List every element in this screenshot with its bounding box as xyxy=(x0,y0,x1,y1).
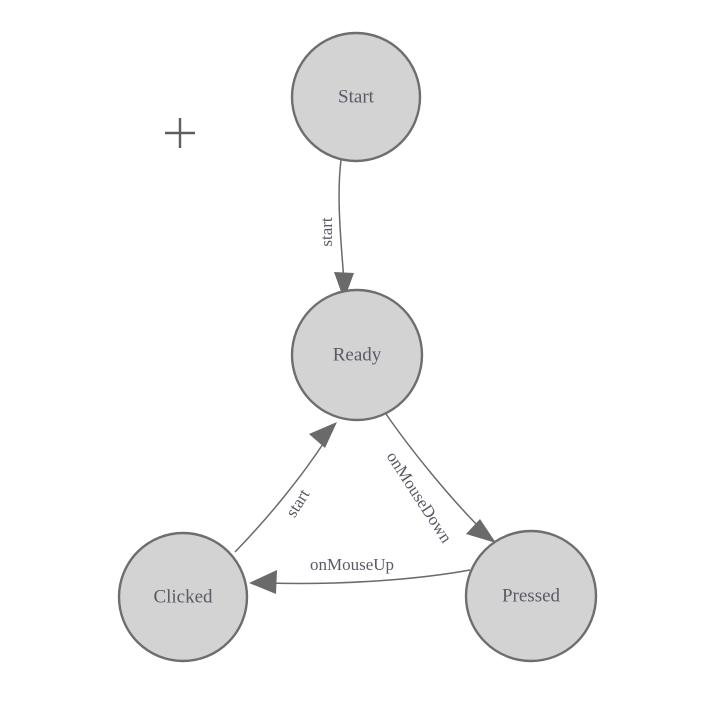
edge-clicked-to-ready[interactable]: start xyxy=(234,422,337,553)
edge-clicked-to-ready-path xyxy=(234,440,326,553)
edge-label-ready-to-pressed: onMouseDown xyxy=(383,448,456,547)
plus-marker-icon xyxy=(165,118,195,148)
edge-label-clicked-to-ready: start xyxy=(282,485,314,520)
node-start-label: Start xyxy=(338,86,375,107)
edge-ready-to-pressed-arrowhead xyxy=(466,519,496,543)
edge-label-pressed-to-clicked: onMouseUp xyxy=(310,555,394,574)
node-clicked-circle[interactable] xyxy=(117,531,249,663)
node-start-circle[interactable] xyxy=(290,31,422,163)
edge-pressed-to-clicked-path xyxy=(267,569,471,585)
edge-start-to-ready-arrowhead xyxy=(334,272,354,300)
node-pressed[interactable]: Pressed xyxy=(464,529,598,663)
edge-ready-to-pressed[interactable]: onMouseDown xyxy=(383,410,496,547)
node-start[interactable]: Start xyxy=(290,31,422,163)
node-clicked[interactable]: Clicked xyxy=(117,531,249,663)
edge-label-start-to-ready: start xyxy=(317,217,336,247)
node-ready-label: Ready xyxy=(333,344,382,365)
node-pressed-label: Pressed xyxy=(502,585,561,606)
edge-start-to-ready[interactable]: start xyxy=(317,159,354,300)
node-ready-circle[interactable] xyxy=(290,288,424,422)
edge-start-to-ready-path xyxy=(338,159,345,284)
edge-pressed-to-clicked-arrowhead xyxy=(249,570,277,594)
node-pressed-circle[interactable] xyxy=(464,529,598,663)
node-clicked-label: Clicked xyxy=(153,586,213,607)
edge-ready-to-pressed-path xyxy=(383,410,484,532)
node-ready[interactable]: Ready xyxy=(290,288,424,422)
edge-clicked-to-ready-arrowhead xyxy=(309,422,337,448)
edge-pressed-to-clicked[interactable]: onMouseUp xyxy=(249,555,471,594)
